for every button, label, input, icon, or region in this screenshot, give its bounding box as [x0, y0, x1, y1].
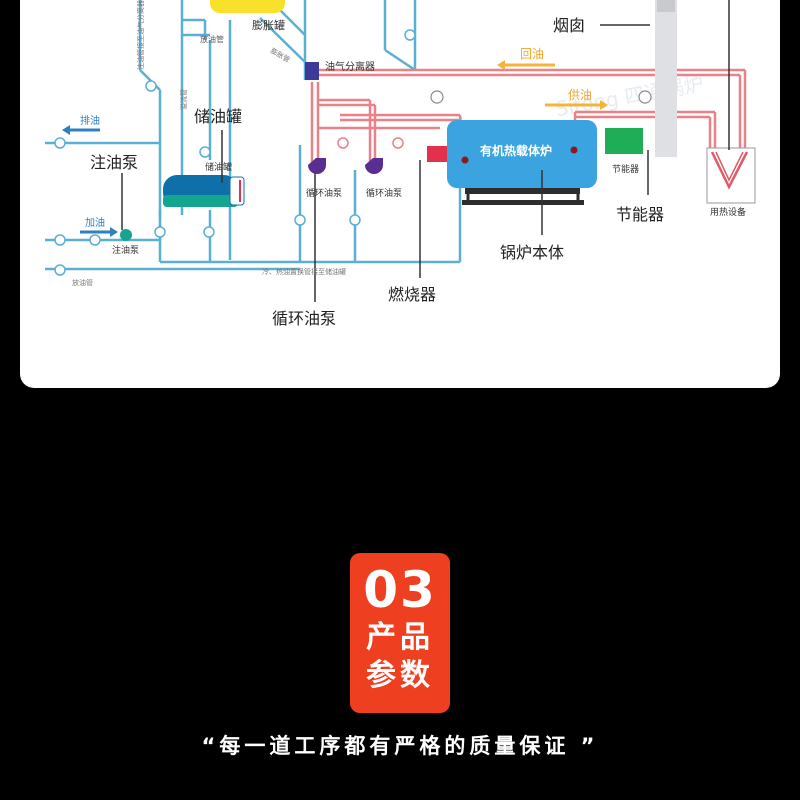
section-number: 03: [363, 561, 437, 619]
drain-pipe-bottom-label: 放油管: [72, 278, 93, 287]
energy-saver-small-label: 节能器: [612, 163, 639, 175]
boiler: [447, 120, 597, 188]
circ-pump-main-label: 循环油泵: [272, 309, 336, 328]
add-oil-label: 加油: [85, 216, 105, 229]
return-oil-arrow: 回油: [497, 47, 555, 70]
section-badge: 03 产品 参数: [350, 553, 450, 713]
expansion-tank-label: 膨胀罐: [252, 18, 285, 32]
thermal-oil-boiler-diagram: Sitong 四通锅炉: [45, 0, 756, 328]
oil-injection-pump: [120, 229, 132, 241]
valves: [54, 29, 416, 276]
burner-label: 燃烧器: [388, 285, 436, 304]
return-oil-label: 回油: [520, 47, 544, 61]
oil-injection-pump-small-label: 注油泵: [112, 244, 139, 256]
pressure-gauges: [430, 90, 652, 104]
burner: [427, 146, 447, 162]
heat-equipment-label: 用热设备: [710, 206, 746, 218]
diagram-panel: Sitong 四通锅炉: [20, 0, 780, 388]
vent-pipe-label: 膨胀管: [269, 46, 292, 64]
boiler-body-label: 锅炉本体: [500, 243, 564, 262]
circulation-pump-a: [308, 158, 326, 174]
oil-gas-separator: [305, 62, 319, 80]
section-title-line-1: 产品: [366, 620, 434, 655]
energy-saver: [605, 128, 643, 154]
cold-pipes: [45, 0, 462, 271]
oil-gas-separator-label: 油气分离器: [325, 60, 375, 73]
circ-pump-b-label: 循环油泵: [366, 187, 402, 199]
circ-pump-a-label: 循环油泵: [306, 187, 342, 199]
storage-tank-small-label: 储油罐: [205, 161, 232, 173]
chimney: [655, 0, 677, 157]
discharge-oil-label: 排油: [80, 114, 100, 127]
drain-pipe-top-label: 放油管: [200, 34, 224, 44]
expansion-tank: [210, 0, 285, 13]
chimney-label: 烟囱: [553, 16, 585, 35]
supply-oil-label: 供油: [568, 88, 592, 102]
add-oil-arrow: 加油: [80, 216, 118, 237]
oil-injection-pump-main-label: 注油泵: [90, 153, 138, 172]
energy-saver-main-label: 节能器: [616, 205, 664, 224]
cold-oil-note: 冷、热油置换管接至储油罐: [262, 267, 346, 276]
vertical-pipe-note: 注油管接至油气分离器: [136, 0, 145, 70]
circulation-pump-b: [365, 158, 383, 174]
boiler-label: 有机热载体炉: [480, 143, 552, 158]
slogan: “每一道工序都有严格的质量保证 ”: [201, 734, 599, 758]
discharge-oil-arrow: 排油: [62, 114, 100, 135]
section-title-line-2: 参数: [366, 658, 434, 693]
supply-oil-arrow: 供油: [545, 88, 608, 110]
overflow-pipe-label: 溢流管: [179, 89, 188, 110]
storage-tank-main-label: 储油罐: [194, 107, 242, 126]
